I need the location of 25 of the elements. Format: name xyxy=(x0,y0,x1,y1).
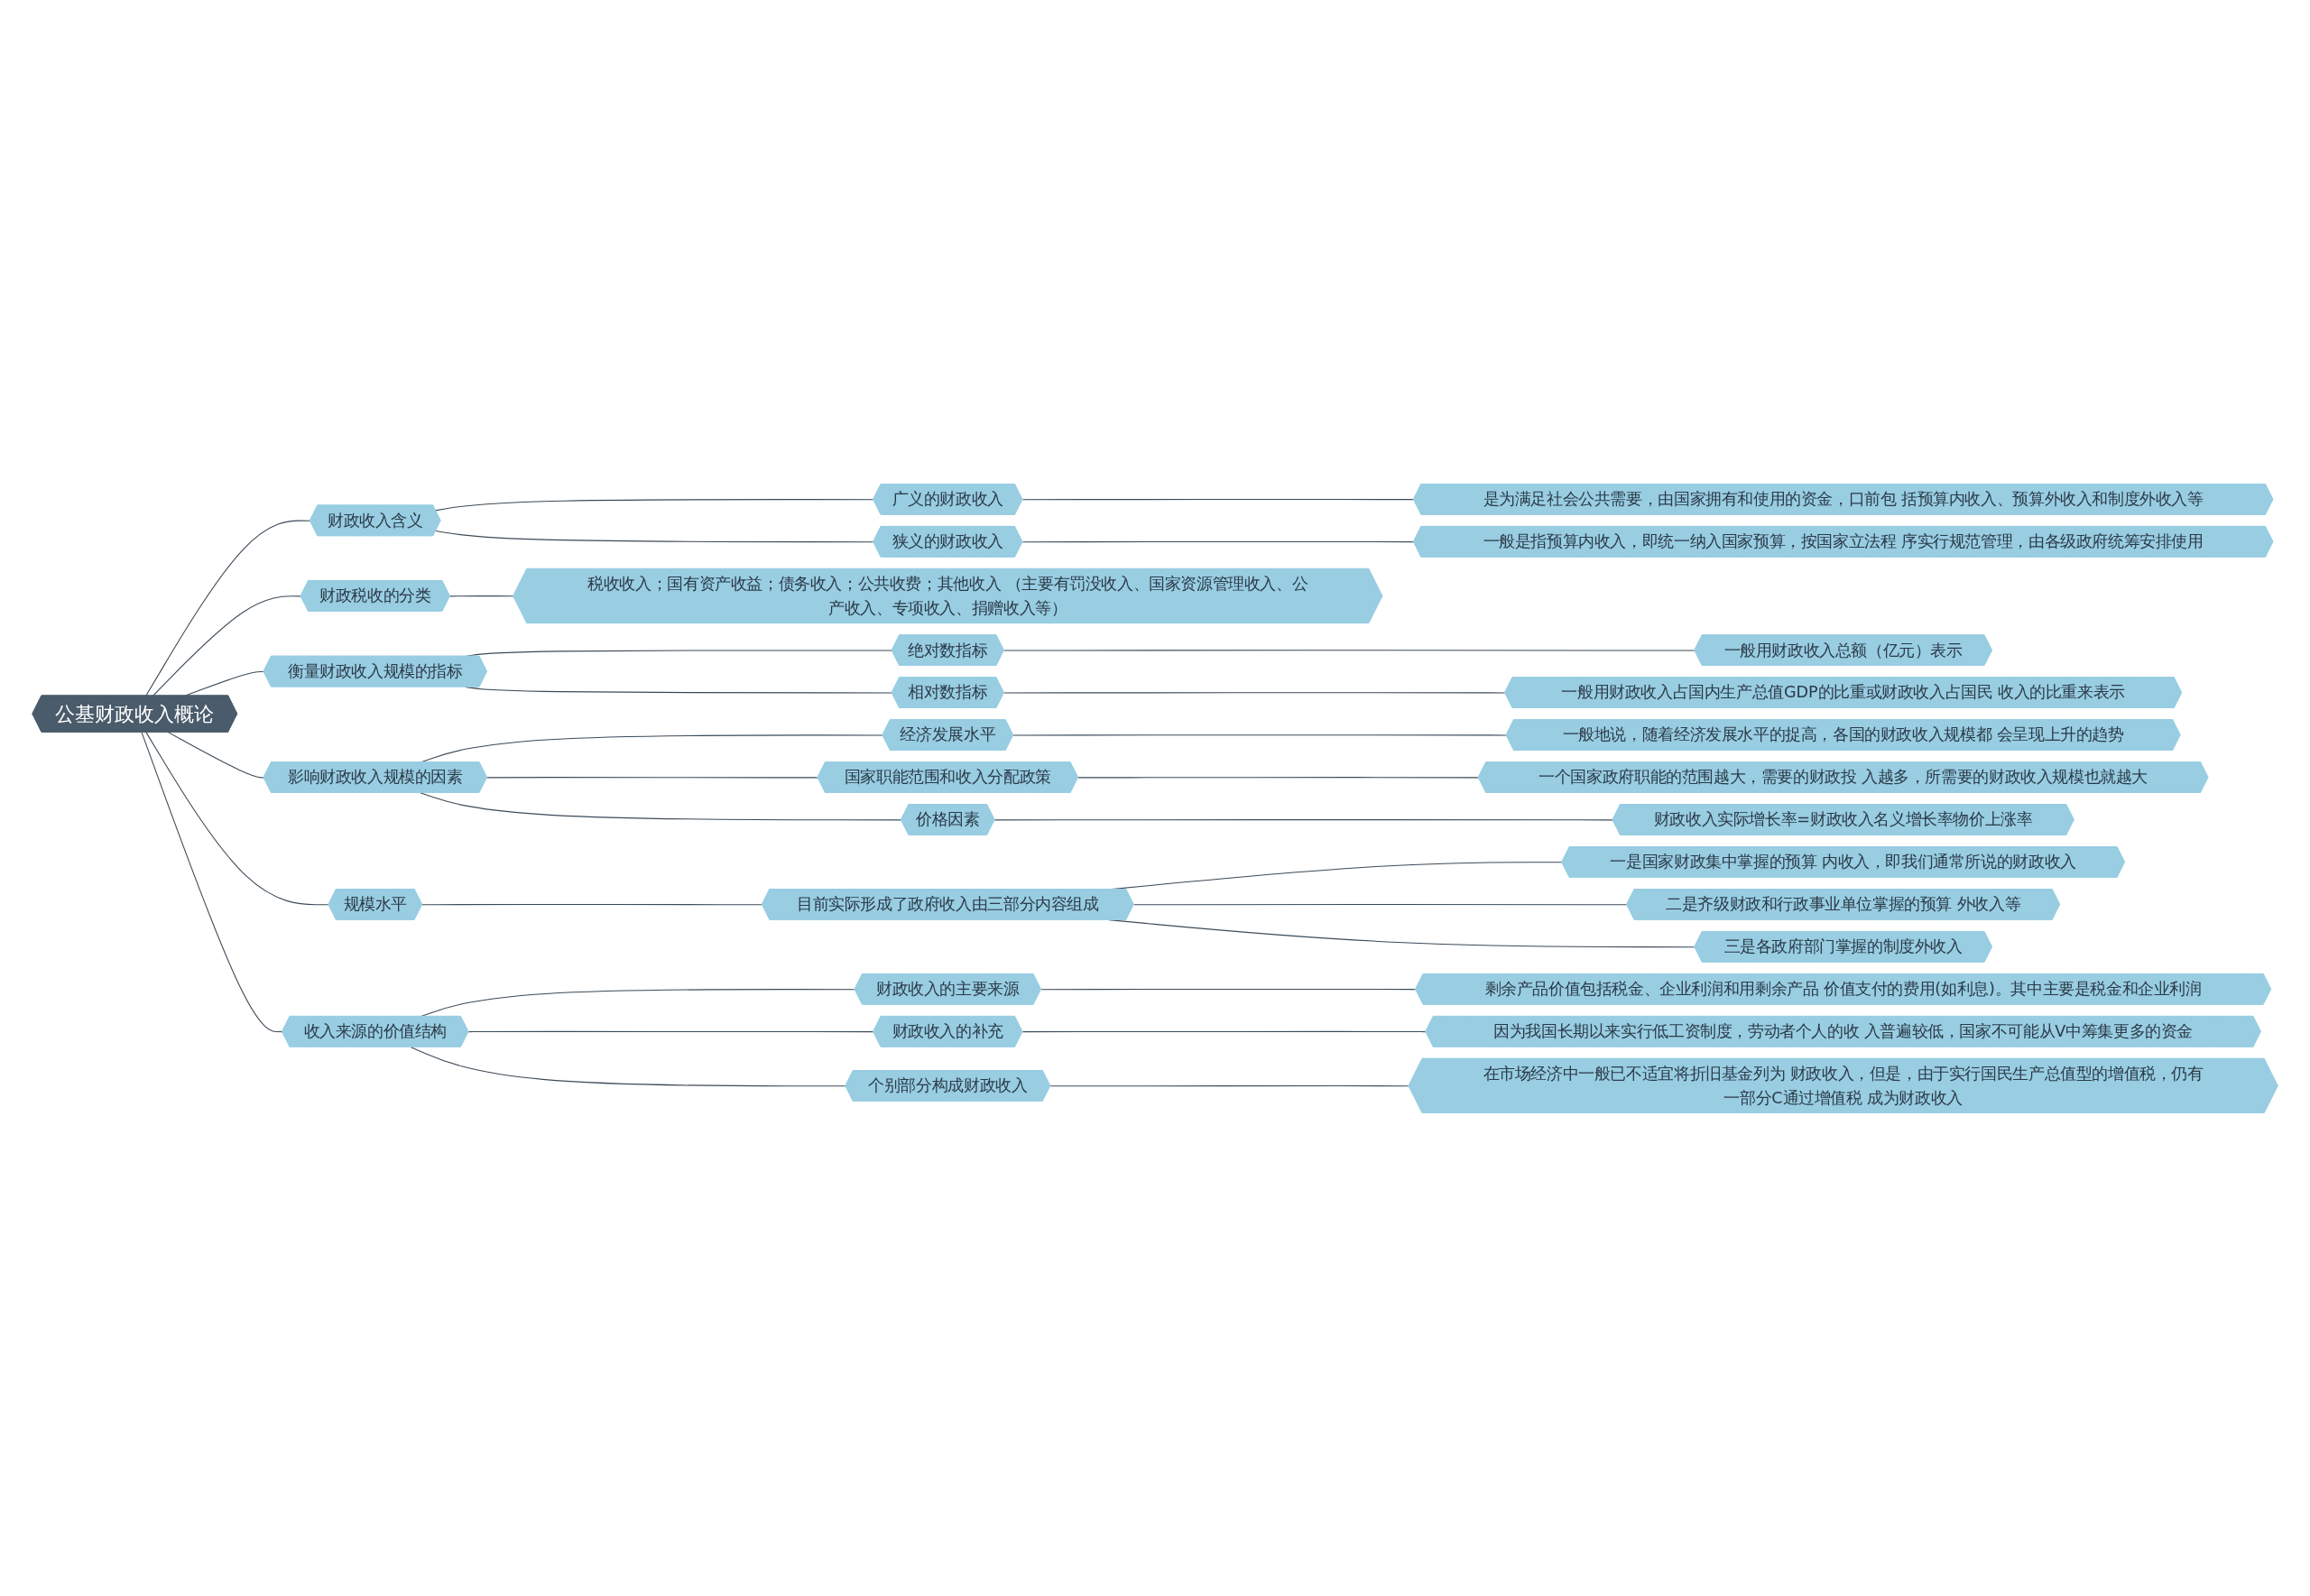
connector xyxy=(1021,498,1415,500)
connector xyxy=(420,791,902,820)
connector xyxy=(152,595,302,697)
connector xyxy=(167,731,264,778)
connector xyxy=(1012,733,1508,735)
connector xyxy=(421,903,763,905)
connector xyxy=(1003,649,1696,651)
connector xyxy=(435,530,874,542)
connector xyxy=(435,498,874,511)
connector xyxy=(1049,1084,1410,1086)
connector xyxy=(1132,903,1628,905)
connector xyxy=(141,731,283,1032)
connector xyxy=(486,776,818,778)
connector xyxy=(1003,691,1506,693)
connector xyxy=(467,1030,874,1032)
connector xyxy=(410,1046,846,1086)
connector xyxy=(993,818,1613,820)
connector xyxy=(449,595,514,596)
connector xyxy=(145,520,311,697)
connector xyxy=(1108,918,1696,947)
connector xyxy=(1040,988,1417,990)
connector xyxy=(1021,1030,1427,1032)
connector xyxy=(145,731,329,905)
connector xyxy=(1077,776,1480,778)
connector xyxy=(1021,540,1415,542)
